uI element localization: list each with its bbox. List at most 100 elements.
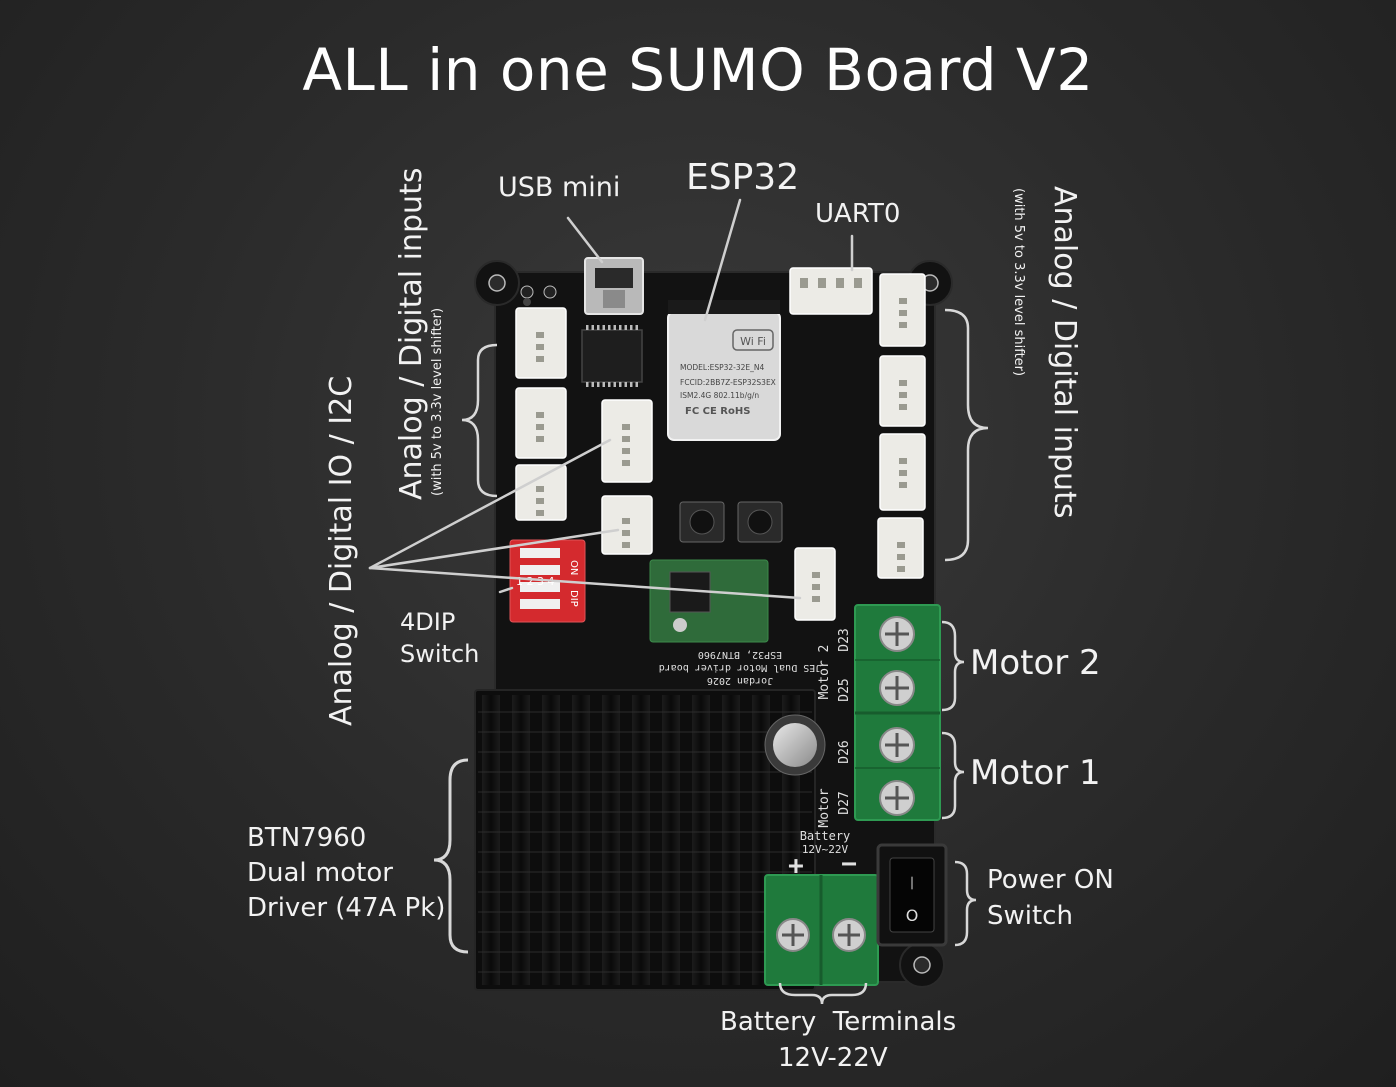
jst-pin [800,278,808,288]
silk-battery-range: 12V~22V [802,843,849,856]
power-label-line1: Power ON [987,865,1114,895]
jst-pin [854,278,862,288]
chip-pin [597,382,600,387]
driver-label-line1: BTN7960 [247,823,367,853]
jst-pin [536,510,544,516]
dip-slider [520,565,560,575]
heatsink-fin [692,695,710,985]
io-i2c-label: Analog / Digital IO / I2C [324,375,359,726]
chip-pin [619,382,622,387]
tactile-buttons [679,501,783,543]
jst-pin [536,356,544,362]
dip-label-line1: 4DIP [400,608,456,636]
chip-pin [602,325,605,330]
jst-pin [899,404,907,410]
jst-pin [899,470,907,476]
motor1-label: Motor 1 [970,753,1101,793]
bracket-motor1 [941,731,965,820]
jst-pin [536,486,544,492]
jst-pin [899,392,907,398]
regulator-module [649,559,769,643]
jst-pin [812,596,820,602]
motor-terminal-blocks [854,604,941,821]
silk-d25: D25 [837,678,852,701]
bracket-left-inputs [461,343,498,498]
jst-pin [622,518,630,524]
left-inputs-sublabel: (with 5v to 3.3v level shifter) [430,307,445,496]
right-inputs-sublabel: (with 5v to 3.3v level shifter) [1011,188,1026,377]
module-marks-text: FC CE RoHS [685,406,750,417]
jst-pin [899,482,907,488]
chip-pin [630,325,633,330]
uart0-label: UART0 [815,199,901,229]
jst-pin [536,344,544,350]
chip-pin [624,325,627,330]
jst-pin [812,584,820,590]
jst-pin [818,278,826,288]
silk-minus: − [841,849,857,879]
chip-pin [619,325,622,330]
driver-label-line3: Driver (47A Pk) [247,893,446,923]
chip-pin [624,382,627,387]
heatsink-fin [662,695,680,985]
battery-label-line2: 12V-22V [778,1043,888,1073]
jst-pin [622,424,630,430]
bracket-battery [778,982,868,1005]
jst-pin [622,542,630,548]
silk-plus: + [788,851,804,881]
driver-label-line2: Dual motor [247,858,393,888]
heatsink-fin [572,695,590,985]
chip-pin [586,325,589,330]
heatsink-fin [632,695,650,985]
jst-pin [622,448,630,454]
module-fcc-text: FCCID:2BB7Z-ESP32S3EX [680,378,776,387]
jst-pin [897,566,905,572]
jst-pin [622,460,630,466]
chip-pin [602,382,605,387]
dip-label-line2: Switch [400,640,480,668]
silk-motor2: Motor 2 [817,645,832,700]
battery-label-line1: Battery Terminals [720,1007,957,1037]
chip-pin [591,325,594,330]
silk-d26: D26 [837,740,852,763]
power-label-line2: Switch [987,901,1073,931]
jst-pin [536,498,544,504]
level-shifter-chip [581,325,643,387]
dip-slider [520,548,560,558]
silk-author: Jordan 2026 [707,675,773,686]
jst-pin [622,530,630,536]
switch-on-mark: — [904,876,920,890]
power-switch [876,843,948,947]
chip-pin [613,382,616,387]
silk-motor1: Motor [817,788,832,827]
heatsink-fin [542,695,560,985]
jst-pin [899,298,907,304]
silk-d27: D27 [837,791,852,814]
jst-pin [536,332,544,338]
heatsink [474,689,816,991]
jst-pin [899,322,907,328]
jst-pin [622,436,630,442]
chip-pin [630,382,633,387]
chip-pin [597,325,600,330]
dip-on-text: ON [568,560,579,575]
heatsink-fin [722,695,740,985]
chip-pin [635,382,638,387]
silk-d23: D23 [837,628,852,651]
jst-pin [899,380,907,386]
jst-pin [836,278,844,288]
page-title: ALL in one SUMO Board V2 [302,36,1094,104]
jst-pin [536,436,544,442]
bracket-motor2 [941,620,965,712]
silk-chip-name: ESP32, BTN7960 [698,649,782,660]
heatsink-fin [482,695,500,985]
esp32-module: Wi Fi MODEL:ESP32-32E_N4 FCCID:2BB7Z-ESP… [667,300,781,441]
capacitor [764,714,826,776]
wifi-logo-text: Wi Fi [740,335,766,348]
jst-pin [897,554,905,560]
module-ism-text: ISM2.4G 802.11b/g/n [680,391,759,400]
chip-pin [608,325,611,330]
silk-battery: Battery [800,829,851,843]
right-inputs-label: Analog / Digital inputs [1047,186,1082,519]
